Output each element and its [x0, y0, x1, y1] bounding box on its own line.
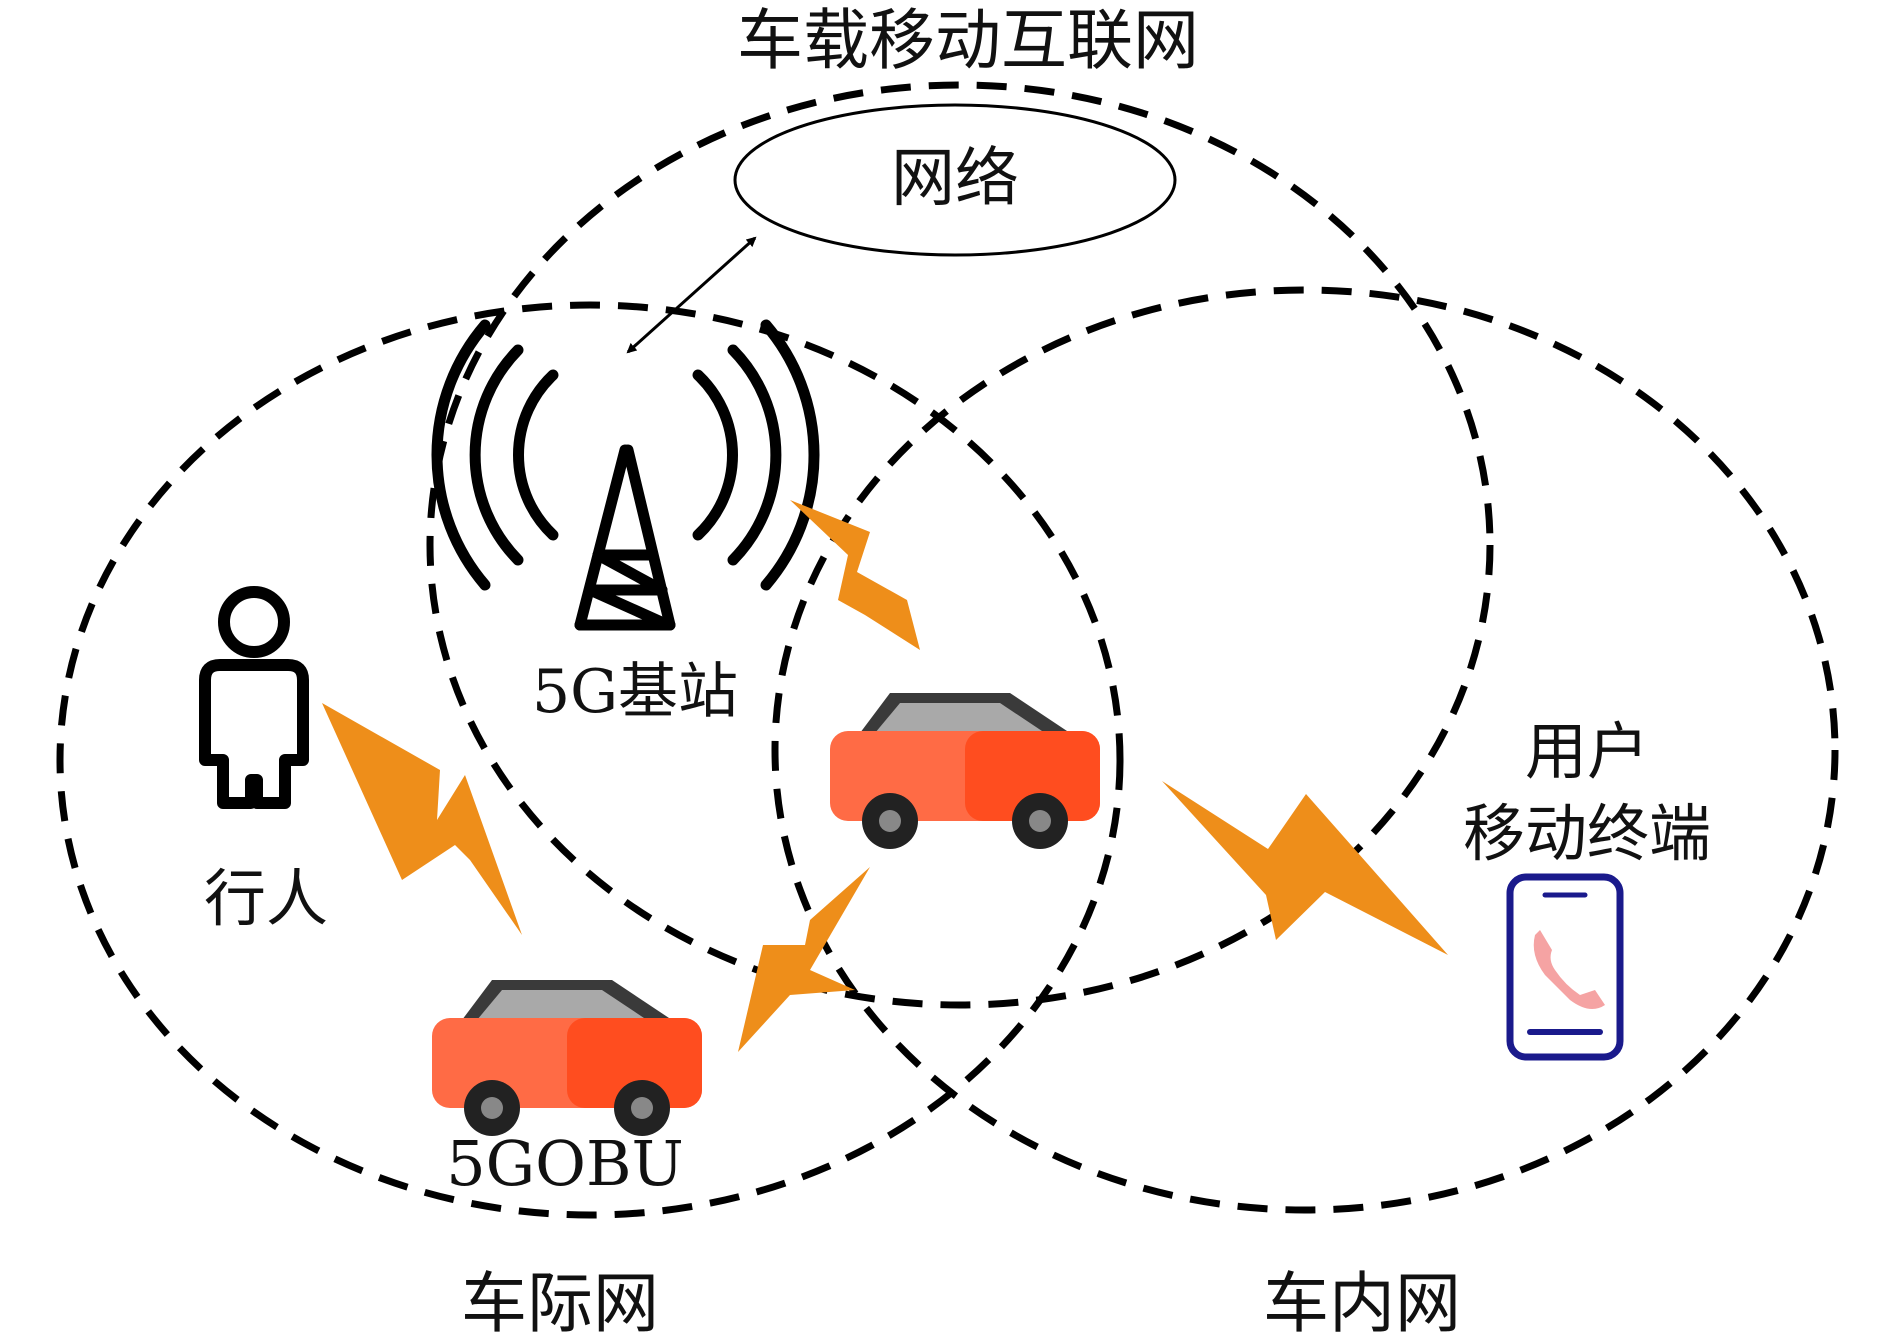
lightning-bolts [322, 500, 1448, 1052]
user-label-line2: 移动终端 [1463, 797, 1711, 870]
v2x-label: 车际网 [461, 1265, 659, 1339]
in-vehicle-ellipse [771, 286, 1839, 1214]
internet-label: 车载移动互联网 [737, 2, 1199, 79]
network-oval [733, 103, 1177, 257]
double-arrow-icon [626, 236, 757, 354]
phone-icon [1506, 873, 1624, 1061]
car-icon [432, 980, 702, 1136]
lightning-icon [790, 500, 920, 650]
in-vehicle-label: 车内网 [1263, 1265, 1461, 1339]
base-station-label: 5G基站 [532, 657, 738, 727]
network-label: 网络 [891, 142, 1019, 216]
obu-label: 5GOBU [446, 1127, 684, 1200]
cell-tower-icon [431, 319, 820, 631]
car-icon [830, 693, 1100, 849]
v2x-ellipse [56, 301, 1124, 1219]
lightning-icon [738, 867, 870, 1052]
pedestrian-label: 行人 [204, 862, 328, 935]
lightning-icon [322, 703, 522, 935]
person-icon [199, 586, 309, 809]
user-label-line1: 用户 [1525, 715, 1649, 788]
internet-ellipse [426, 81, 1494, 1009]
network-regions [56, 81, 1839, 1219]
lightning-icon [1162, 781, 1448, 955]
